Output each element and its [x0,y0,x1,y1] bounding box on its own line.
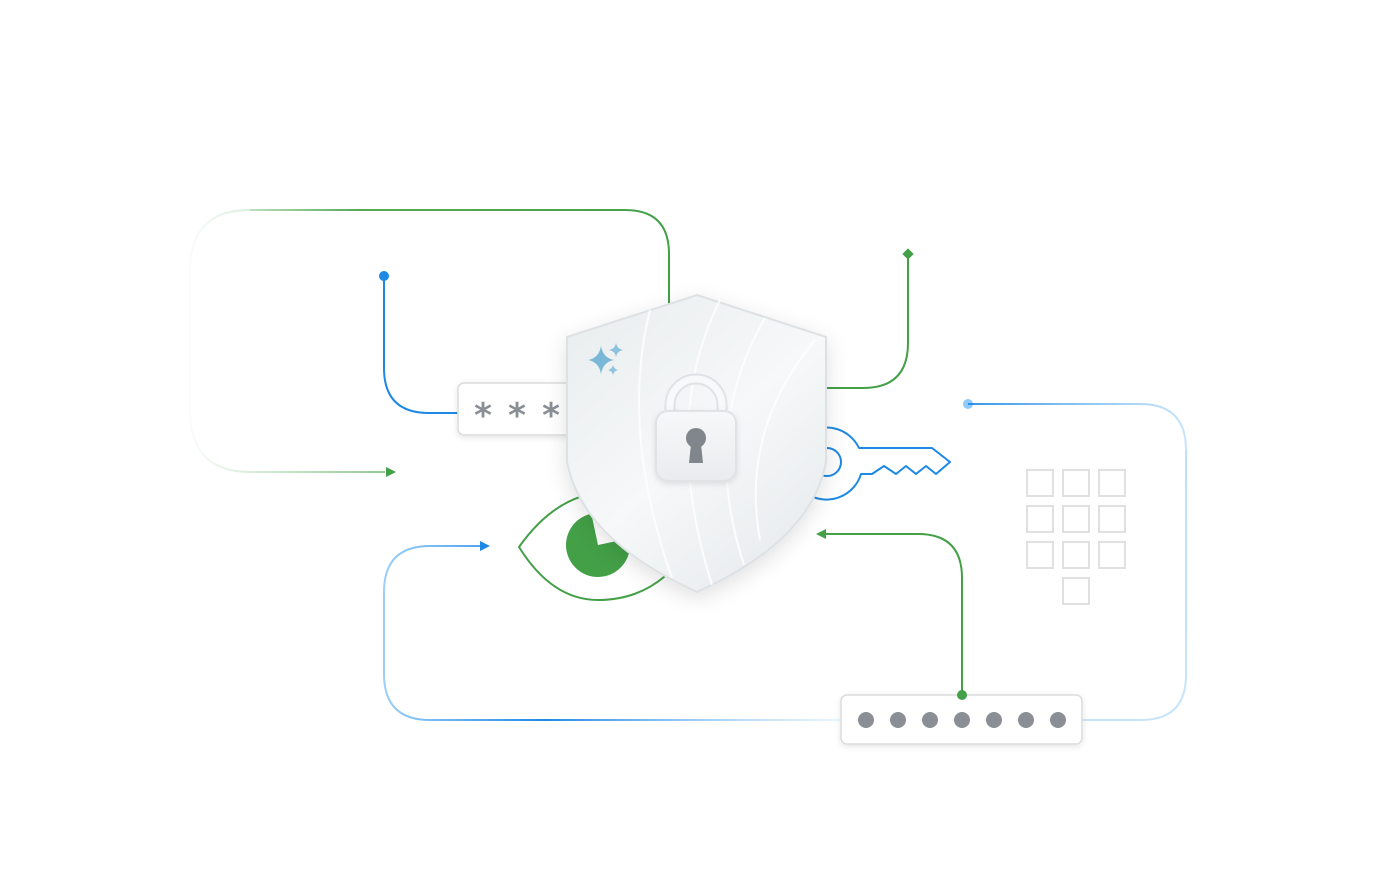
eye-pupil [566,513,630,577]
pin-dot [1018,712,1034,728]
keypad-key [1062,541,1090,569]
pin-connector-dot [957,690,967,700]
connector-top-left [250,209,670,305]
connector-green-right [826,258,909,389]
arrow-right-blue [480,541,490,551]
keypad-key [1062,505,1090,533]
sparkle-icon [588,343,623,375]
padlock-icon [655,373,737,482]
keypad-key [1026,505,1054,533]
masked-char: * [474,396,492,436]
keypad-key [1098,469,1126,497]
connector-green-pin [826,533,963,695]
connector-blue-password [383,276,458,414]
pin-dot [986,712,1002,728]
pin-dot [1050,712,1066,728]
keypad-key [1026,541,1054,569]
pin-dots [858,712,1066,728]
keypad-key [1026,469,1054,497]
keyhole-icon [686,428,706,463]
green-diamond [902,248,914,260]
keypad-icon [1026,469,1126,605]
keypad-key [1098,505,1126,533]
arrow-left-green [816,529,826,539]
pin-dot [858,712,874,728]
connector-right-down [1082,450,1187,721]
connector-bottom-loop [383,545,840,721]
masked-char: * [542,396,560,436]
connector-right-loop [968,403,1187,451]
pin-dot [890,712,906,728]
pin-dot [922,712,938,728]
masked-char: * [508,396,526,436]
keypad-key [1062,577,1090,605]
pin-dot [954,712,970,728]
keypad-key [1098,541,1126,569]
arrow-right-green [386,467,396,477]
masked-password-chars: * * * [474,396,560,436]
keypad-key [1062,469,1090,497]
connector-left-arc [189,209,385,473]
